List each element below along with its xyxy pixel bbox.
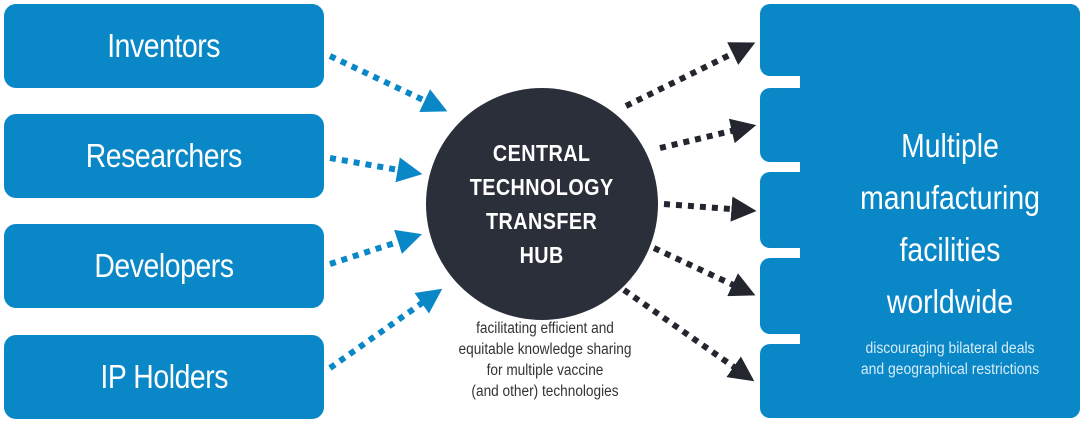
arrow-hub-to-facility-5	[622, 287, 755, 382]
arrow-hub-to-facility-4	[652, 245, 756, 297]
central-hub: CENTRAL TECHNOLOGY TRANSFER HUB	[426, 88, 658, 320]
facility-panel	[800, 4, 1080, 418]
arrow-hub-to-facility-2	[659, 118, 757, 151]
source-box-inventors: Inventors	[4, 4, 324, 88]
destination-title-line: manufacturing	[860, 179, 1040, 216]
hub-caption-line: (and other) technologies	[471, 383, 619, 400]
hub-caption-line: for multiple vaccine	[486, 362, 604, 379]
hub-label-line: TRANSFER	[486, 208, 598, 234]
source-box-ip-holders: IP Holders	[4, 335, 324, 419]
arrow-ip-holders-to-hub	[328, 288, 443, 371]
source-label: Developers	[94, 247, 234, 284]
source-box-developers: Developers	[4, 224, 324, 308]
arrow-developers-to-hub	[329, 229, 422, 267]
source-label: Inventors	[107, 27, 221, 64]
destination-subtitle-line: discouraging bilateral deals	[865, 340, 1035, 357]
arrow-inventors-to-hub	[328, 53, 448, 113]
arrow-hub-to-facility-3	[663, 196, 757, 222]
destination-title: Multiple manufacturing facilities worldw…	[820, 120, 1080, 328]
hub-label-line: TECHNOLOGY	[470, 174, 614, 200]
source-label: IP Holders	[100, 358, 228, 395]
destination-subtitle: discouraging bilateral deals and geograp…	[820, 338, 1080, 380]
hub-caption-line: equitable knowledge sharing	[458, 341, 632, 358]
hub-caption: facilitating efficient and equitable kno…	[430, 318, 660, 402]
destination-title-line: worldwide	[886, 283, 1014, 320]
hub-label-line: CENTRAL	[493, 140, 591, 166]
source-box-researchers: Researchers	[4, 114, 324, 198]
hub-label-line: HUB	[519, 242, 565, 268]
arrow-hub-to-facility-1	[624, 42, 756, 109]
hub-caption-line: facilitating efficient and	[476, 320, 614, 337]
arrow-researchers-to-hub	[329, 155, 423, 183]
destination-title-line: Multiple	[901, 127, 999, 164]
destination-subtitle-line: and geographical restrictions	[860, 361, 1040, 378]
destination-title-line: facilities	[899, 231, 1001, 268]
source-label: Researchers	[85, 137, 243, 174]
